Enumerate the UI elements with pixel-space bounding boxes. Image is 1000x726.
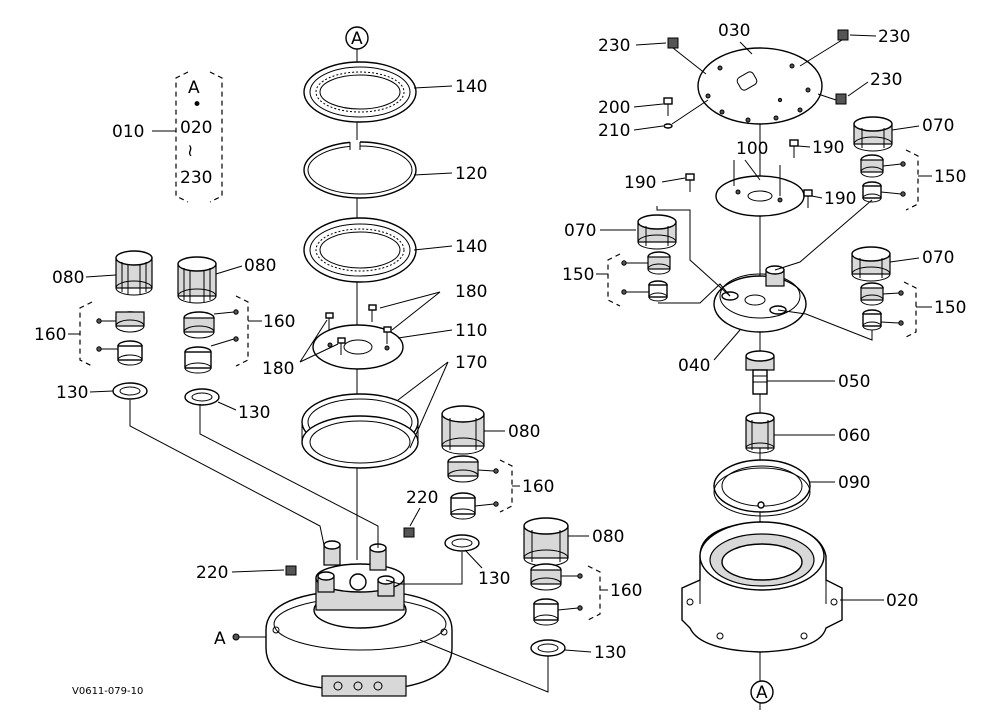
bearing-140-middle (303, 217, 417, 283)
ref-marker-bottom-right (750, 680, 774, 704)
part-label-150-right-bottom: 150 (934, 298, 966, 318)
part-label-120: 120 (455, 164, 487, 184)
seal-170 (301, 393, 419, 469)
part-label-160-left-2: 160 (263, 312, 295, 332)
part-label-200: 200 (598, 98, 630, 118)
set-bracket-from: 020 (180, 118, 212, 138)
part-label-130-left-2: 130 (238, 403, 270, 423)
housing-020 (681, 521, 843, 653)
part-label-140-top: 140 (455, 77, 487, 97)
ref-marker-left-label: A (214, 629, 226, 649)
part-label-080-mid-1: 080 (508, 422, 540, 442)
ref-marker-bottom-right-label: A (756, 683, 768, 703)
bolt-200 (663, 97, 673, 116)
part-label-150-left: 150 (562, 265, 594, 285)
ring-gear-090 (713, 459, 811, 517)
plate-110 (312, 324, 404, 370)
bearing-140-top (303, 61, 417, 123)
bolts-180 (325, 304, 392, 355)
set-bracket-top: A (188, 78, 200, 98)
part-label-080-left-1: 080 (52, 268, 84, 288)
set-bracket-010: 010 A • 020 ≀ 230 (112, 71, 223, 203)
planet-set-mid-2 (523, 517, 569, 657)
carrier-housing (265, 540, 453, 697)
planet-set-mid-1 (441, 405, 485, 552)
part-label-090: 090 (838, 473, 870, 493)
carrier-040 (713, 265, 807, 333)
part-label-230-left: 230 (598, 36, 630, 56)
part-label-150-right-top: 150 (934, 167, 966, 187)
part-label-170: 170 (455, 353, 487, 373)
washer-210 (663, 123, 673, 129)
part-label-080-left-2: 080 (244, 256, 276, 276)
nut-220-upper (403, 527, 415, 538)
part-label-080-mid-2: 080 (592, 527, 624, 547)
drawing-code: V0611-079-10 (72, 686, 143, 697)
nut-220-lower (285, 565, 297, 576)
part-label-140-middle: 140 (455, 237, 487, 257)
part-label-230-right-top: 230 (878, 27, 910, 47)
planet-set-right-top (853, 116, 893, 203)
nut-230-right-bottom (835, 93, 847, 105)
center-stack: A 140 120 140 (262, 26, 487, 560)
part-label-220-lower: 220 (196, 563, 228, 583)
plate-100 (715, 175, 805, 217)
part-label-190-top: 190 (812, 138, 844, 158)
part-label-110: 110 (455, 321, 487, 341)
planet-set-left-1 (112, 250, 153, 400)
part-label-030: 030 (718, 21, 750, 41)
part-label-020: 020 (886, 591, 918, 611)
nut-230-right-top (837, 29, 849, 41)
part-label-190-left: 190 (624, 173, 656, 193)
part-label-160-left-1: 160 (34, 325, 66, 345)
planet-set-right-bottom (851, 246, 891, 331)
part-label-130-mid-2: 130 (594, 643, 626, 663)
set-bracket-to: 230 (180, 168, 212, 188)
planet-set-right-left (637, 214, 677, 302)
set-bracket-tilde: ≀ (187, 141, 193, 161)
part-label-180-right: 180 (455, 282, 487, 302)
part-label-040: 040 (678, 356, 710, 376)
part-label-070-left: 070 (564, 221, 596, 241)
ref-marker-dot-right (757, 501, 765, 509)
cover-plate-030 (697, 47, 823, 125)
sun-gear-050 (745, 350, 775, 395)
part-label-130-left-1: 130 (56, 383, 88, 403)
part-label-130-mid-1: 130 (478, 569, 510, 589)
bolts-190 (685, 139, 813, 208)
part-label-180-left: 180 (262, 359, 294, 379)
part-label-160-mid-2: 160 (610, 581, 642, 601)
part-label-220-upper: 220 (406, 488, 438, 508)
part-label-210: 210 (598, 121, 630, 141)
part-label-190-right: 190 (824, 189, 856, 209)
part-label-060: 060 (838, 426, 870, 446)
part-label-070-right-top: 070 (922, 116, 954, 136)
ref-marker-top-center-label: A (351, 29, 363, 49)
set-bracket-dot: • (192, 95, 202, 115)
snap-ring-120 (303, 140, 417, 199)
part-label-230-right-bottom: 230 (870, 70, 902, 90)
coupling-060 (745, 412, 775, 454)
part-label-100: 100 (736, 139, 768, 159)
part-label-070-right-bottom: 070 (922, 248, 954, 268)
planet-set-left-2 (177, 256, 220, 406)
part-label-010: 010 (112, 122, 144, 142)
nut-230-left (667, 37, 679, 49)
part-label-050: 050 (838, 372, 870, 392)
part-label-160-mid-1: 160 (522, 477, 554, 497)
